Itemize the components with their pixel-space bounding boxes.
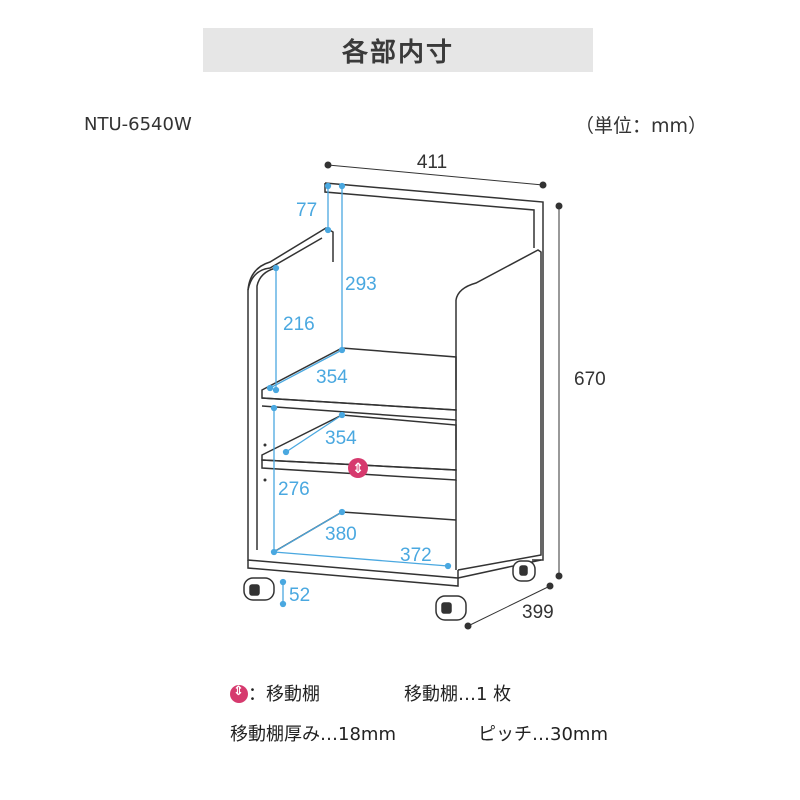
- middle-shelf: [261, 414, 457, 471]
- label-middle-shelf-depth: 354: [325, 428, 357, 449]
- label-bottom-width: 372: [400, 545, 432, 566]
- unit-note: （単位：mm）: [575, 115, 708, 137]
- legend-movable-count: 移動棚…1 枚: [404, 684, 512, 705]
- outer-dimensions: [324, 161, 563, 630]
- label-lower-height: 276: [278, 479, 310, 500]
- up-down-arrow-icon: [230, 684, 248, 703]
- svg-text:⇕: ⇕: [352, 461, 364, 477]
- label-caster-height: 52: [289, 585, 310, 606]
- upper-shelf: [261, 347, 457, 411]
- label-outer-depth: 399: [522, 602, 554, 623]
- label-bottom-depth: 380: [325, 524, 357, 545]
- legend-icon-label: ：移動棚: [248, 684, 320, 705]
- label-top-gap: 77: [296, 200, 317, 221]
- left-side-inner: [247, 237, 323, 291]
- caster-front-left: [243, 577, 275, 601]
- label-upper-height: 293: [345, 274, 377, 295]
- label-outer-height: 670: [574, 369, 606, 390]
- legend-pitch: ピッチ…30mm: [478, 724, 608, 745]
- casters: [243, 560, 536, 621]
- inner-dimensions: [266, 182, 452, 608]
- caster-back-right: [512, 560, 536, 582]
- label-side-height: 216: [283, 314, 315, 335]
- title-banner: 各部内寸: [203, 28, 593, 72]
- left-side-panel: [247, 227, 334, 548]
- page-title: 各部内寸: [341, 37, 454, 68]
- movable-shelf-marker: ⇕: [348, 458, 368, 478]
- caster-front-right: [435, 595, 467, 621]
- label-upper-shelf-depth: 354: [316, 367, 348, 388]
- back-panel-edge: [324, 183, 535, 248]
- right-side-panel: [455, 249, 542, 571]
- bottom-panel: [247, 548, 459, 579]
- label-outer-width: 411: [417, 152, 447, 173]
- legend-thickness: 移動棚厚み…18mm: [230, 724, 396, 745]
- model-number: NTU-6540W: [84, 114, 192, 135]
- cabinet-diagram: ⇕ 411 670 399 77 293 216 354 354 276 380…: [243, 152, 606, 630]
- back-panel: [324, 182, 544, 561]
- left-side-thickness: [256, 267, 277, 550]
- legend-row-1: ：移動棚: [230, 680, 320, 706]
- cabinet-outline: [247, 182, 544, 587]
